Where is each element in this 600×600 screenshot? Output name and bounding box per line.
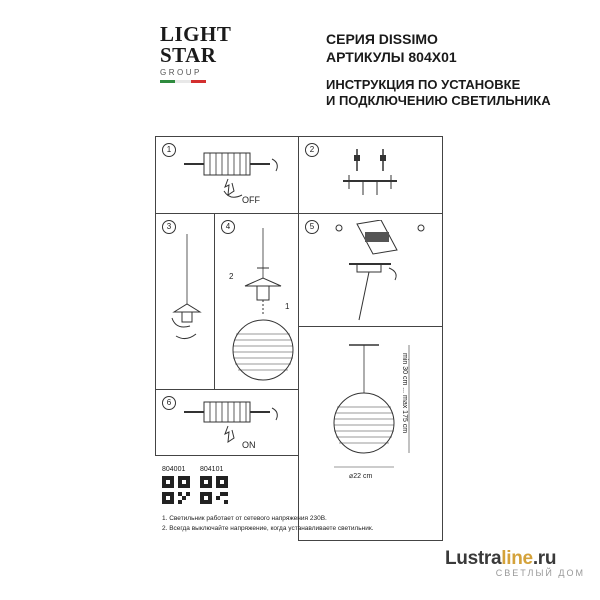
diameter-dimension: ⌀22 cm xyxy=(349,473,373,480)
step-4-panel: 4 2 1 xyxy=(214,213,299,390)
step-1-off-label: OFF xyxy=(242,195,260,205)
step-5-number: 5 xyxy=(305,220,319,234)
brand-logo: LIGHT STAR GROUP xyxy=(160,22,232,104)
terminal-block-off-illustration xyxy=(184,152,278,198)
height-dimension: min 30 cm ... max 175 cm xyxy=(401,353,408,434)
step-6-on-label: ON xyxy=(242,440,256,450)
step-4-number: 4 xyxy=(221,220,235,234)
italian-flag-stripe xyxy=(160,80,206,83)
dimensions-panel: min 30 cm ... max 175 cm ⌀22 cm xyxy=(298,326,443,541)
step-1-panel: 1 OFF xyxy=(155,136,299,214)
note-2: 2. Всегда выключайте напряжение, когда у… xyxy=(162,525,374,532)
step-2-panel: 2 xyxy=(298,136,443,214)
instruction-title: ИНСТРУКЦИЯ ПО УСТАНОВКЕ И ПОДКЛЮЧЕНИЮ СВ… xyxy=(326,77,551,109)
qr-code-2 xyxy=(200,476,228,504)
step-6-panel: 6 ON xyxy=(155,389,299,456)
step-2-number: 2 xyxy=(305,143,319,157)
series-name: СЕРИЯ DISSIMO xyxy=(326,31,438,47)
logo-line-2: STAR xyxy=(160,43,217,67)
step-3-number: 3 xyxy=(162,220,176,234)
mounting-bracket-illustration xyxy=(343,149,397,195)
title-line-2: И ПОДКЛЮЧЕНИЮ СВЕТИЛЬНИКА xyxy=(326,93,551,108)
terminal-block-on-illustration xyxy=(184,401,278,444)
watermark-main-a: Lustra xyxy=(445,548,502,569)
watermark-main-c: .ru xyxy=(532,548,557,569)
logo-line-1: LIGHT xyxy=(160,22,232,46)
logo-line-3: GROUP xyxy=(160,68,202,77)
step-4-marker-2: 2 xyxy=(229,272,234,281)
watermark-sub: СВЕТЛЫЙ ДОМ xyxy=(495,568,585,578)
qr-code-1 xyxy=(162,476,190,504)
instruction-grid: 1 OFF 2 3 xyxy=(155,136,443,541)
watermark-main: Lustraline.ru xyxy=(445,548,585,570)
shade-assembly-illustration xyxy=(232,228,294,381)
watermark: Lustraline.ru СВЕТЛЫЙ ДОМ xyxy=(445,548,585,588)
step-4-marker-1: 1 xyxy=(285,302,290,311)
series-block: СЕРИЯ DISSIMO АРТИКУЛЫ 804X01 xyxy=(326,30,457,66)
article-numbers: АРТИКУЛЫ 804X01 xyxy=(326,49,457,65)
step-1-number: 1 xyxy=(162,143,176,157)
step-6-number: 6 xyxy=(162,396,176,410)
pendant-light-dimensions-drawing xyxy=(333,344,410,468)
title-line-1: ИНСТРУКЦИЯ ПО УСТАНОВКЕ xyxy=(326,77,521,92)
note-1: 1. Светильник работает от сетевого напря… xyxy=(162,515,327,522)
code-1-label: 804001 xyxy=(162,466,186,473)
cable-adjust-illustration xyxy=(171,234,202,340)
canopy-mounting-illustration xyxy=(335,220,425,321)
code-2-label: 804101 xyxy=(200,466,224,473)
watermark-main-b: line xyxy=(501,548,533,569)
step-5-panel: 5 xyxy=(298,213,443,327)
step-3-panel: 3 xyxy=(155,213,215,390)
